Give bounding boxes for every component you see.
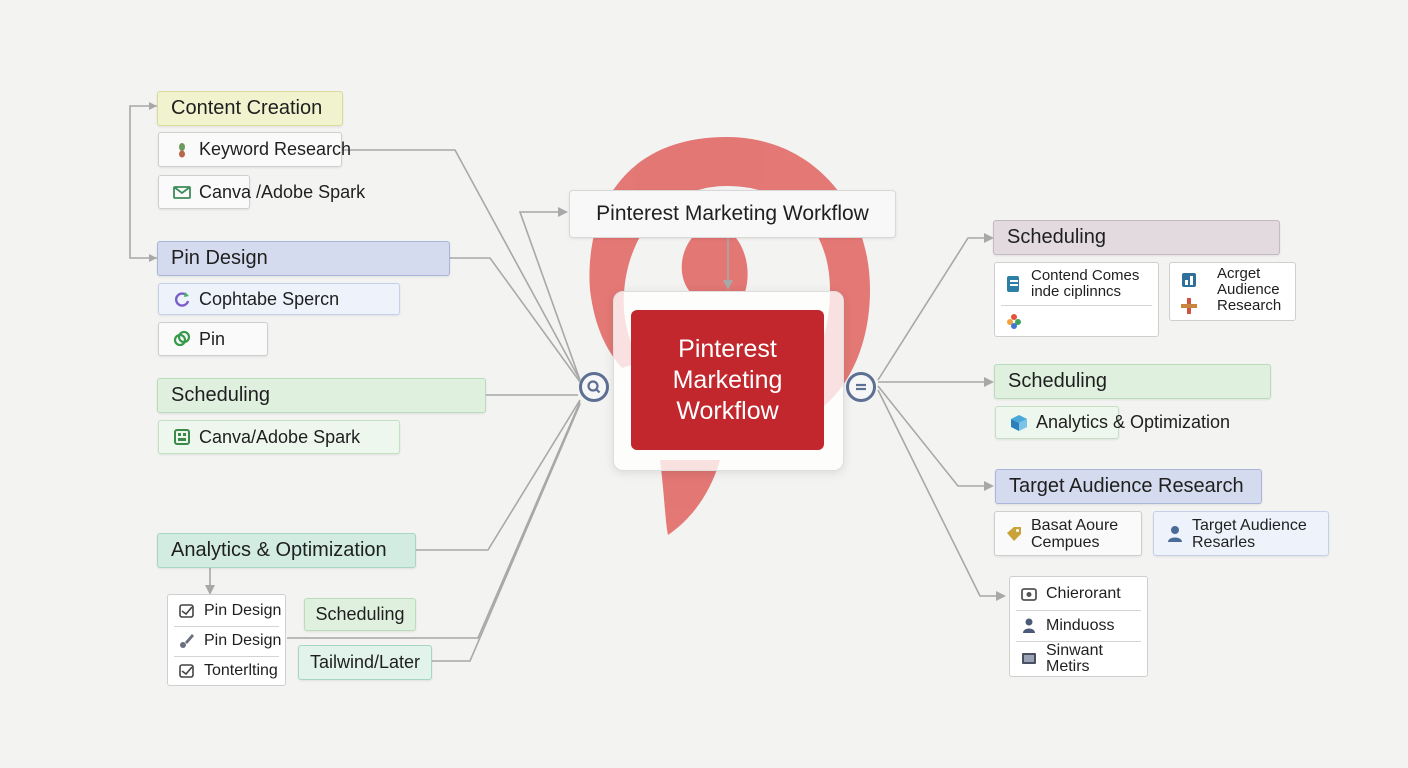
list-item-label-line1: Sinwant: [1046, 642, 1103, 659]
target-audience-aside[interactable]: Acrget Audience Research: [1169, 262, 1296, 321]
canva-adobe-spark-scheduling-label: Canva/Adobe Spark: [199, 426, 361, 447]
chart-icon: [1178, 269, 1200, 291]
list-item[interactable]: Minduoss: [1010, 612, 1147, 640]
flower-icon: [1003, 310, 1025, 332]
aside-line2: Audience: [1217, 281, 1280, 298]
connector-lines: [129, 105, 998, 662]
brush-icon: [176, 630, 198, 652]
list-item[interactable]: Sinwant Metirs: [1010, 642, 1147, 676]
analytics-list-panel: Pin Design Pin Design Tonterlting: [167, 594, 286, 686]
camera-icon: [1018, 583, 1040, 605]
list-item[interactable]: Pin Design: [168, 627, 285, 655]
puzzle-icon: [1178, 295, 1200, 317]
top-title-box[interactable]: Pinterest Marketing Workflow: [569, 190, 896, 238]
scheduling-header-right-mid[interactable]: Scheduling: [994, 364, 1271, 399]
basat-aoure-line1: Basat Aoure: [1031, 516, 1119, 534]
equals-icon[interactable]: [846, 372, 876, 402]
basat-aoure-card[interactable]: Basat Aoure Cempues: [994, 511, 1142, 556]
metrics-panel: Chierorant Minduoss Sinwant Metirs: [1009, 576, 1148, 677]
content-comes-panel: Contend Comes inde ciplinncs: [994, 262, 1159, 337]
document-icon: [1003, 273, 1025, 295]
center-node[interactable]: Pinterest Marketing Workflow: [631, 310, 824, 450]
arrow-heads: [149, 102, 1006, 601]
list-item-label: Pin Design: [204, 632, 282, 649]
flower-row[interactable]: [995, 307, 1158, 335]
list-item-label: Tonterlting: [204, 662, 278, 679]
pin-label: Pin: [199, 328, 226, 349]
scheduling-tag[interactable]: Scheduling: [304, 598, 416, 631]
target-audience-line2: Resarles: [1192, 533, 1256, 551]
list-item[interactable]: Pin Design: [168, 597, 285, 625]
checkbox-icon: [176, 660, 198, 682]
basat-aoure-line2: Cempues: [1031, 533, 1100, 551]
canva-adobe-spark-label: Canva /Adobe Spark: [199, 181, 366, 202]
monitor-icon: [1018, 648, 1040, 670]
scheduling-header-left[interactable]: Scheduling: [157, 378, 486, 413]
aside-line3: Research: [1217, 297, 1282, 314]
cophtabe-spercn-item[interactable]: Cophtabe Spercn: [158, 283, 400, 315]
cube-icon: [1008, 412, 1030, 434]
keyword-research-item[interactable]: Keyword Research: [158, 132, 351, 167]
tailwind-later-tag[interactable]: Tailwind/Later: [298, 645, 432, 680]
content-comes-line1: Contend Comes: [1031, 267, 1140, 284]
list-item[interactable]: Chierorant: [1010, 579, 1147, 609]
grid-icon: [171, 426, 193, 448]
tag-icon: [1003, 523, 1025, 545]
list-item-label: Pin Design: [204, 602, 282, 619]
pin-design-header[interactable]: Pin Design: [157, 241, 450, 276]
scheduling-header-right-top[interactable]: Scheduling: [993, 220, 1280, 255]
search-icon[interactable]: [579, 372, 609, 402]
canva-adobe-spark-scheduling-item[interactable]: Canva/Adobe Spark: [158, 420, 400, 454]
analytics-optimization-header[interactable]: Analytics & Optimization: [157, 533, 416, 568]
list-item[interactable]: Tonterlting: [168, 657, 285, 685]
list-item-label: Minduoss: [1046, 617, 1115, 634]
aside-line1: Acrget: [1217, 265, 1261, 282]
user-icon: [1164, 523, 1186, 545]
refresh-icon: [171, 288, 193, 310]
content-comes-row[interactable]: Contend Comes inde ciplinncs: [995, 265, 1158, 303]
analytics-optimization-item[interactable]: Analytics & Optimization: [995, 406, 1230, 439]
checkbox-icon: [176, 600, 198, 622]
target-audience-research-header[interactable]: Target Audience Research: [995, 469, 1262, 504]
cophtabe-spercn-label: Cophtabe Spercn: [199, 288, 340, 309]
target-audience-card[interactable]: Target Audience Resarles: [1153, 511, 1329, 556]
content-creation-header[interactable]: Content Creation: [157, 91, 343, 126]
link-icon: [171, 328, 193, 350]
list-item-label-line2: Metirs: [1046, 658, 1090, 675]
leaf-icon: [171, 139, 193, 161]
analytics-optimization-label: Analytics & Optimization: [1036, 412, 1231, 432]
keyword-research-label: Keyword Research: [199, 139, 352, 159]
person-icon: [1018, 615, 1040, 637]
target-audience-line1: Target Audience: [1192, 516, 1307, 534]
canva-adobe-spark-item[interactable]: Canva /Adobe Spark: [158, 175, 365, 209]
content-comes-line2: inde ciplinncs: [1031, 283, 1122, 300]
pin-item[interactable]: Pin: [158, 322, 268, 356]
list-item-label: Chierorant: [1046, 585, 1121, 602]
envelope-icon: [171, 181, 193, 203]
